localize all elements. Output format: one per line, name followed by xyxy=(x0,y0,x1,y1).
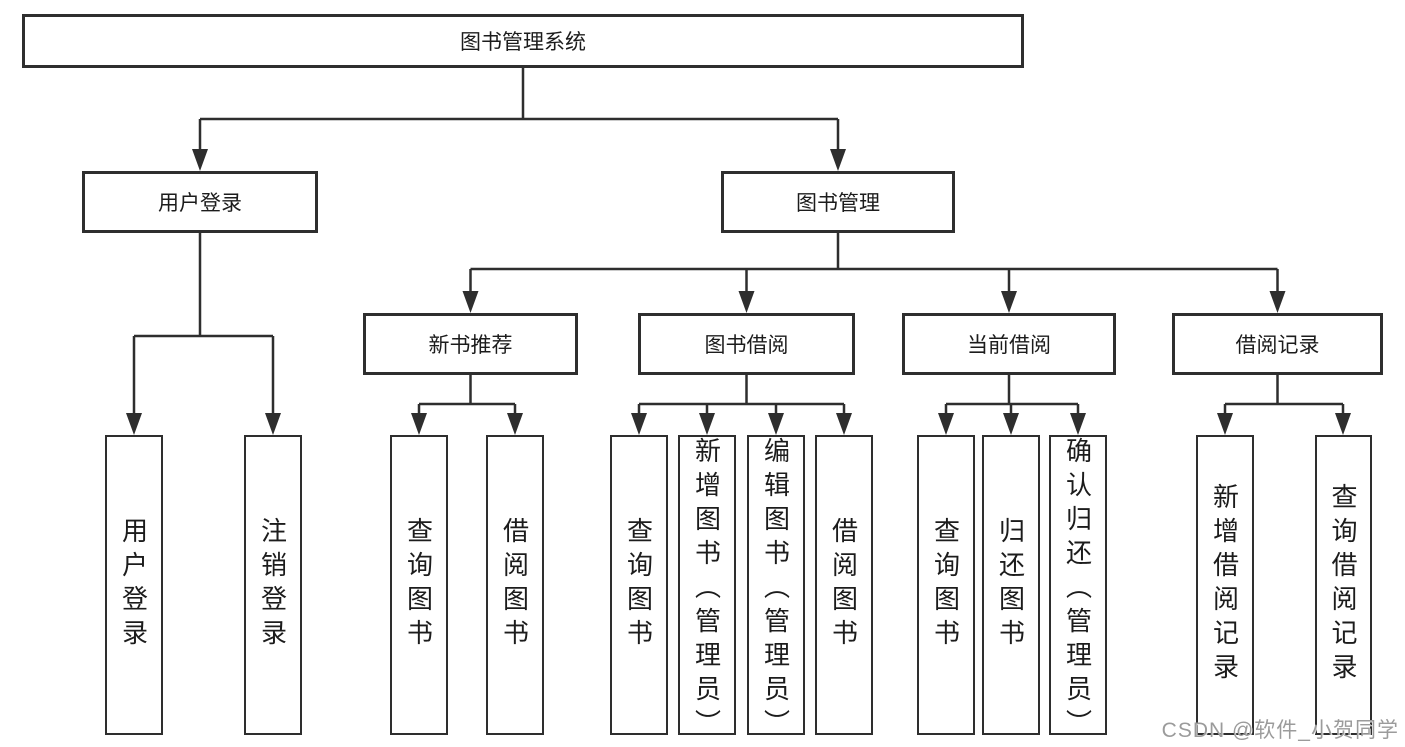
node-label: 查询借阅记录 xyxy=(1328,483,1358,687)
leaf-logout: 注销登录 xyxy=(244,435,302,735)
node-label: 确认归还（管理员） xyxy=(1062,437,1093,743)
leaf-query-books-borrow: 查询图书 xyxy=(610,435,668,735)
leaf-add-book-admin: 新增图书（管理员） xyxy=(678,435,736,743)
node-label: 注销登录 xyxy=(257,517,288,653)
leaf-query-books-recommend: 查询图书 xyxy=(390,435,448,735)
node-label: 图书管理 xyxy=(796,192,880,215)
node-label: 查询图书 xyxy=(930,517,961,653)
node-library-management-system: 图书管理系统 xyxy=(22,14,1024,68)
node-label: 新增借阅记录 xyxy=(1209,483,1240,687)
node-label: 借阅图书 xyxy=(499,517,530,653)
node-label: 归还图书 xyxy=(995,517,1026,653)
leaf-query-books-current: 查询图书 xyxy=(917,435,975,735)
node-label: 新增图书（管理员） xyxy=(691,437,722,743)
node-label: 图书管理系统 xyxy=(460,31,586,54)
node-label: 查询图书 xyxy=(403,517,434,653)
node-label: 用户登录 xyxy=(118,517,149,653)
node-label: 借阅图书 xyxy=(828,517,859,653)
node-label: 借阅记录 xyxy=(1235,334,1320,357)
leaf-return-book: 归还图书 xyxy=(982,435,1040,735)
node-user-login: 用户登录 xyxy=(82,171,318,233)
leaf-edit-book-admin: 编辑图书（管理员） xyxy=(747,435,805,743)
node-label: 新书推荐 xyxy=(428,334,513,357)
csdn-watermark: CSDN @软件_小贺同学 xyxy=(1161,719,1399,742)
leaf-user-login: 用户登录 xyxy=(105,435,163,735)
node-new-book-recommendation: 新书推荐 xyxy=(363,313,578,375)
leaf-borrow-books: 借阅图书 xyxy=(815,435,873,735)
node-book-management: 图书管理 xyxy=(721,171,955,233)
node-book-borrowing: 图书借阅 xyxy=(638,313,855,375)
leaf-query-borrow-record: 查询借阅记录 xyxy=(1315,435,1372,735)
leaf-add-borrow-record: 新增借阅记录 xyxy=(1196,435,1254,735)
node-label: 当前借阅 xyxy=(967,334,1051,357)
leaf-confirm-return-admin: 确认归还（管理员） xyxy=(1049,435,1107,743)
leaf-borrow-books-recommend: 借阅图书 xyxy=(486,435,544,735)
node-current-borrowing: 当前借阅 xyxy=(902,313,1116,375)
node-label: 查询图书 xyxy=(623,517,654,653)
node-borrowing-records: 借阅记录 xyxy=(1172,313,1383,375)
node-label: 用户登录 xyxy=(158,192,242,215)
node-label: 图书借阅 xyxy=(704,334,789,357)
node-label: 编辑图书（管理员） xyxy=(760,437,791,743)
